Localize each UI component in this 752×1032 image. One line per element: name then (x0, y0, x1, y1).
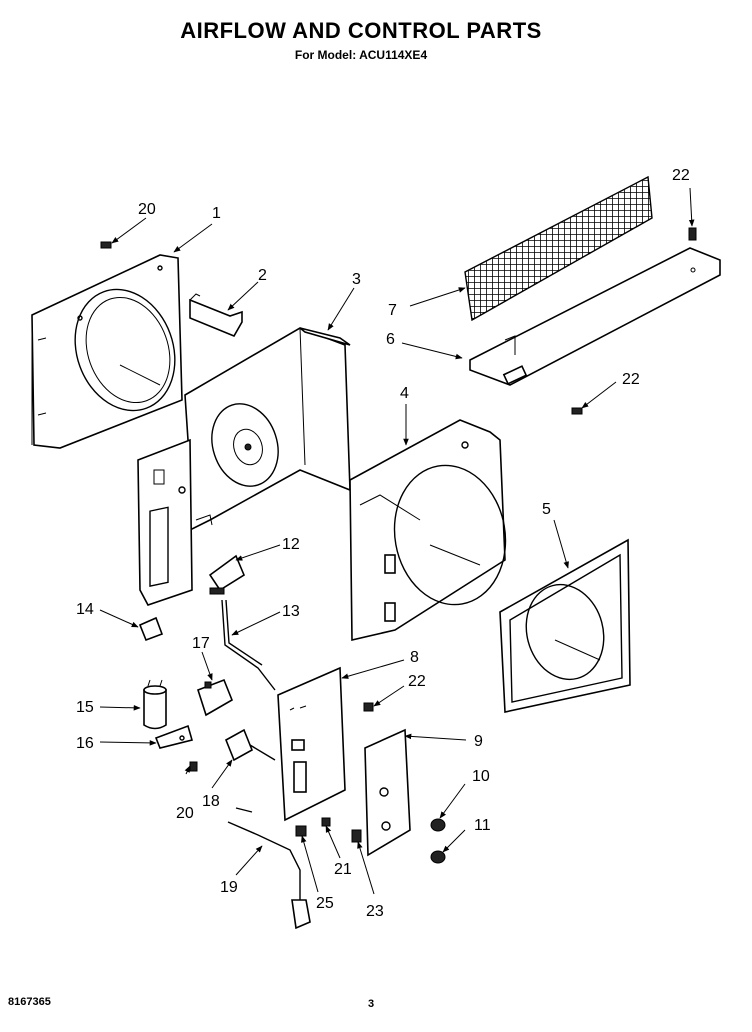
thermostat-part (224, 728, 276, 762)
bracket-part (189, 293, 243, 338)
terminal-block-part (197, 678, 234, 717)
callout-6: 6 (386, 331, 395, 348)
switch-bracket-part (208, 554, 246, 595)
callout-13: 13 (282, 603, 300, 620)
harness-part (221, 599, 276, 691)
capacitor-part (143, 679, 167, 730)
callout-7: 7 (388, 302, 397, 319)
screws (100, 227, 697, 843)
callout-25: 25 (316, 895, 334, 912)
callout-8: 8 (410, 649, 419, 666)
knob-part (430, 818, 446, 864)
callout-19: 19 (220, 879, 238, 896)
callout-3: 3 (352, 271, 361, 288)
front-frame-part (499, 538, 631, 713)
callout-15: 15 (76, 699, 94, 716)
scroll-housing-part (349, 419, 507, 642)
callout-21: 21 (334, 861, 352, 878)
power-cord-part (227, 807, 311, 930)
callout-18: 18 (202, 793, 220, 810)
callout-labels: 20 1 2 3 22 7 6 22 4 5 12 13 14 17 8 22 … (76, 167, 690, 920)
control-cover-part (364, 728, 411, 857)
callout-20a: 20 (138, 201, 156, 218)
callout-5: 5 (542, 501, 551, 518)
orifice-panel-part (31, 254, 183, 449)
callout-2: 2 (258, 267, 267, 284)
page-title: AIRFLOW AND CONTROL PARTS (180, 18, 542, 43)
callout-14: 14 (76, 601, 94, 618)
callout-10: 10 (472, 768, 490, 785)
callout-23: 23 (366, 903, 384, 920)
callout-20b: 20 (176, 805, 194, 822)
model-subtitle: For Model: ACU114XE4 (294, 48, 428, 62)
connector-part (138, 616, 164, 642)
callout-12: 12 (282, 536, 300, 553)
filter-mesh-part (464, 175, 653, 322)
callout-1: 1 (212, 205, 221, 222)
capacitor-bracket-part (154, 724, 193, 749)
control-bracket-part (469, 247, 721, 386)
callout-22c: 22 (408, 673, 426, 690)
leader-lines (99, 187, 695, 895)
callout-9: 9 (474, 733, 483, 750)
callout-11: 11 (474, 817, 491, 834)
callout-22b: 22 (622, 371, 640, 388)
callout-17: 17 (192, 635, 210, 652)
callout-4: 4 (400, 385, 409, 402)
control-panel-part (277, 666, 346, 822)
callout-22a: 22 (672, 167, 690, 184)
document-number: 8167365 (8, 996, 51, 1008)
callout-16: 16 (76, 735, 94, 752)
page-number: 3 (368, 998, 375, 1010)
bulkhead-part (137, 327, 351, 606)
